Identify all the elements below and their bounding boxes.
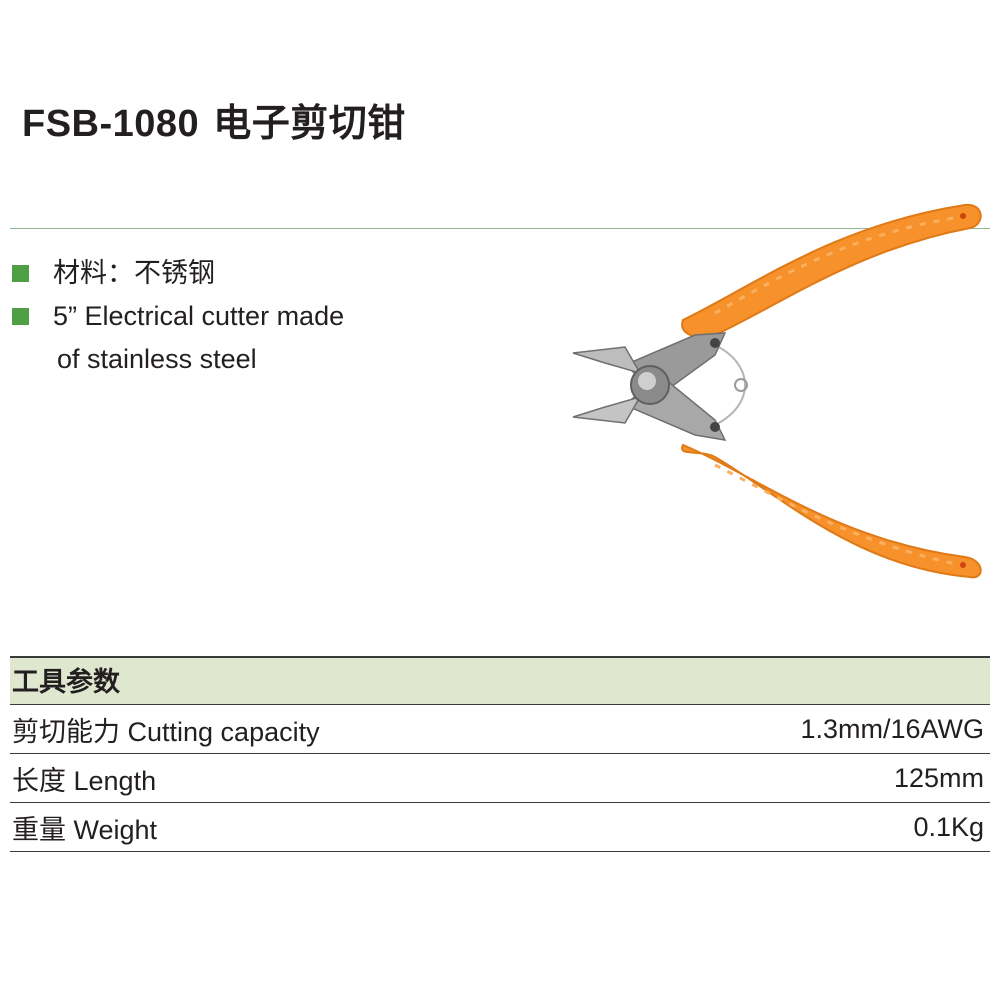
square-bullet-icon [12,265,29,282]
feature-text: 材料：不锈钢 [53,258,215,288]
spec-value: 0.1Kg [913,811,984,842]
feature-item-material: 材料：不锈钢 [12,252,344,295]
section-divider [10,228,990,229]
feature-text-continuation: of stainless steel [57,344,257,374]
feature-item-description-continued: of stainless steel [12,338,344,381]
feature-list: 材料：不锈钢 5” Electrical cutter made of stai… [12,252,344,381]
spec-value: 125mm [893,762,984,793]
spec-label: 剪切能力 Cutting capacity [12,716,320,747]
feature-item-description: 5” Electrical cutter made [12,295,344,338]
product-name-cn: 电子剪切钳 [213,103,406,145]
spec-row-cutting-capacity: 剪切能力 Cutting capacity 1.3mm/16AWG [10,704,990,753]
square-bullet-icon [12,308,29,325]
spec-row-length: 长度 Length 125mm [10,753,990,802]
spec-table: 工具参数 剪切能力 Cutting capacity 1.3mm/16AWG 长… [10,656,990,852]
spec-row-weight: 重量 Weight 0.1Kg [10,802,990,852]
spec-value: 1.3mm/16AWG [800,713,984,744]
pliers-image-icon [572,203,982,579]
spec-label: 重量 Weight [12,814,158,845]
feature-text: 5” Electrical cutter made [53,301,345,331]
page-title: FSB-1080 电子剪切钳 [22,92,406,147]
spec-table-header: 工具参数 [10,656,990,704]
product-model: FSB-1080 [22,103,200,145]
spec-label: 长度 Length [12,765,157,796]
